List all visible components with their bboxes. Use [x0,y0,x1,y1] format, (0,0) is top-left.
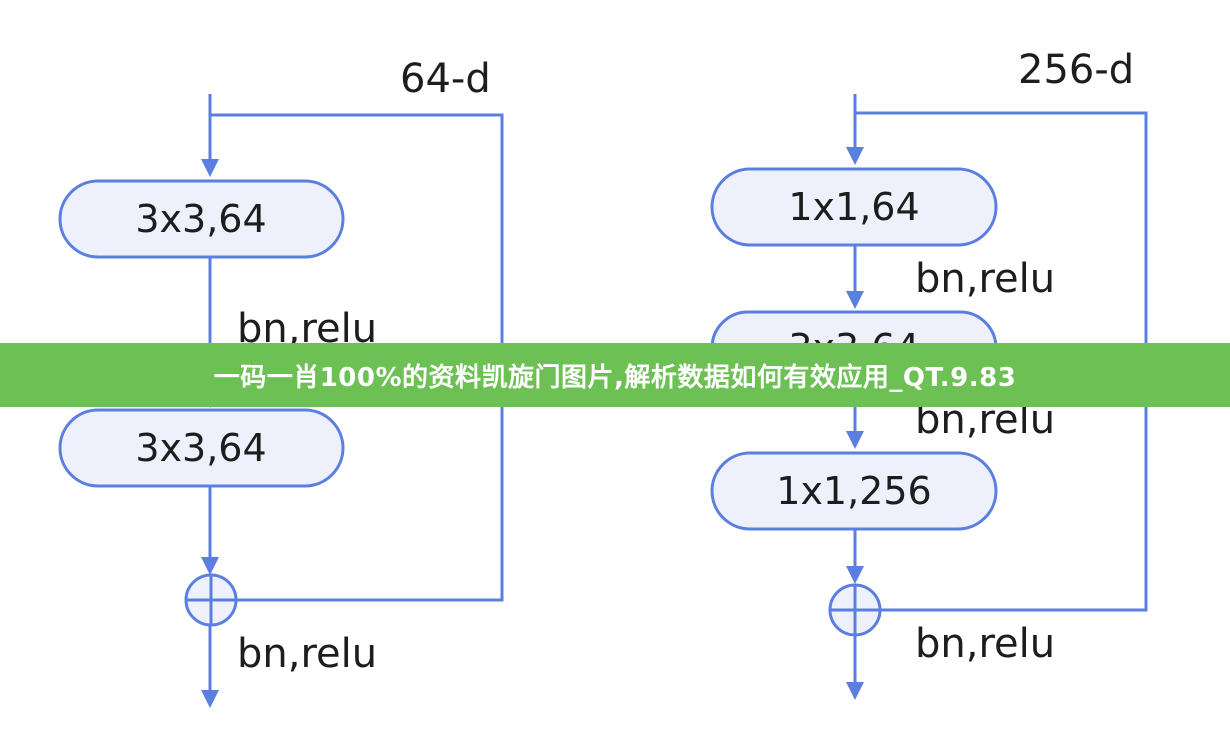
left-label-2: bn,relu [237,631,377,677]
title-banner: 一码一肖100%的资料凯旋门图片,解析数据如何有效应用_QT.9.83 [0,343,1230,407]
right-dimension-label: 256-d [1018,47,1134,93]
left-node-2 [58,408,345,488]
left-node-1-label: 3x3,64 [135,197,266,241]
left-arrow-1 [201,159,219,177]
left-add-icon [184,573,238,627]
right-arrow-5 [846,682,864,700]
right-label-3: bn,relu [915,621,1055,667]
right-arrow-1 [846,147,864,165]
right-node-3-label: 1x1,256 [776,469,931,513]
left-node-2-label: 3x3,64 [135,426,266,470]
basic-block-diagram: 64-d 3x3,64 bn,relu 3x3,64 bn,relu [58,56,504,708]
right-add-icon [828,583,882,637]
left-node-1 [58,179,345,259]
banner-text: 一码一肖100%的资料凯旋门图片,解析数据如何有效应用_QT.9.83 [213,362,1017,393]
left-arrow-3 [201,557,219,575]
right-arrow-4 [846,566,864,584]
right-arrow-2 [846,291,864,309]
right-arrow-3 [846,431,864,449]
left-arrow-4 [201,690,219,708]
left-dimension-label: 64-d [400,56,491,102]
right-label-1: bn,relu [915,256,1055,302]
right-node-1-label: 1x1,64 [788,185,919,229]
